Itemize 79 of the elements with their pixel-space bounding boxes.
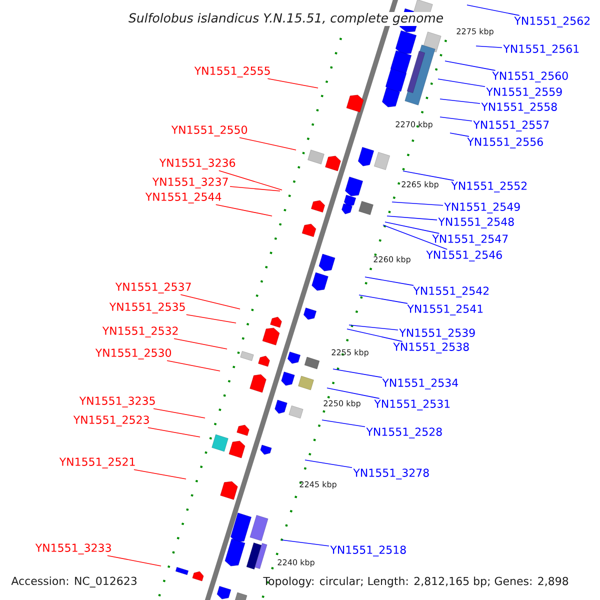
leader-line — [166, 360, 220, 372]
leader-line — [440, 98, 480, 104]
leader-line — [230, 186, 280, 192]
leader-line — [444, 60, 496, 71]
accession-text: Accession: NC_012623 — [11, 576, 136, 588]
gene-label: YN1551_3236 — [159, 158, 236, 170]
tick-label: 2245 kbp — [300, 481, 336, 489]
tick-label: 2275 kbp — [456, 28, 494, 36]
gene-label: YN1551_2546 — [426, 250, 502, 262]
gene-label: YN1551_2555 — [194, 66, 270, 78]
leader-line — [304, 460, 352, 468]
leader-line — [386, 216, 438, 220]
leader-line — [239, 137, 296, 150]
gene-label: YN1551_2538 — [393, 342, 469, 354]
leader-line — [153, 408, 206, 418]
gene-label: YN1551_2559 — [486, 88, 562, 98]
gene-label: YN1551_3235 — [79, 396, 155, 408]
leader-line — [326, 388, 380, 399]
gene-label: YN1551_2556 — [467, 138, 543, 148]
gene-label: YN1551_2557 — [473, 120, 549, 132]
leader-line — [267, 78, 318, 88]
gene-label: YN1551_2549 — [444, 202, 520, 214]
leader-line — [384, 222, 440, 234]
gene-label: YN1551_3278 — [353, 468, 429, 480]
gene-label: YN1551_2562 — [514, 16, 590, 28]
leader-line — [440, 116, 472, 122]
leader-line — [402, 170, 454, 181]
leader-line — [392, 202, 444, 206]
gene-label: YN1551_2552 — [451, 182, 527, 192]
gene-label: YN1551_2531 — [374, 400, 450, 410]
gene-label: YN1551_2532 — [102, 326, 178, 338]
leader-line — [322, 420, 366, 428]
genome-info-text: Topology: circular; Length: 2,812,165 bp; Genes: 2,898 — [263, 576, 568, 588]
leader-line — [332, 368, 382, 378]
leader-line — [438, 78, 486, 88]
leader-line — [382, 224, 448, 250]
gene-label: YN1551_2561 — [503, 44, 579, 56]
gene-label: YN1551_2550 — [171, 126, 248, 136]
gene-label: YN1551_2539 — [399, 328, 475, 340]
gene-label: YN1551_3233 — [35, 544, 111, 554]
gene-label: YN1551_2523 — [73, 416, 149, 426]
gene-label: YN1551_3237 — [152, 178, 228, 188]
tick-label: 2250 kbp — [324, 400, 360, 408]
tick-label: 2270 kbp — [396, 121, 432, 129]
leader-line — [348, 324, 398, 330]
gene-label: YN1551_2534 — [382, 378, 458, 390]
gene-label: YN1551_2542 — [413, 286, 489, 298]
leader-line — [466, 4, 520, 16]
gene-label: YN1551_2528 — [366, 428, 442, 438]
leader-line — [358, 294, 408, 304]
leader-line — [180, 294, 240, 310]
gene-label: YN1551_2544 — [145, 192, 222, 204]
leader-line — [282, 540, 330, 546]
gene-label: YN1551_2535 — [109, 302, 185, 314]
leader-line — [107, 555, 162, 566]
leader-line — [186, 314, 236, 324]
gene-label: YN1551_2518 — [330, 546, 406, 556]
title: Sulfolobus islandicus Y.N.15.51, complete genome — [127, 12, 445, 26]
gene-label: YN1551_2541 — [407, 304, 483, 316]
gene-label: YN1551_2537 — [115, 282, 191, 294]
leader-line — [215, 204, 272, 216]
leader-line — [364, 276, 414, 286]
gene-label: YN1551_2530 — [95, 348, 172, 360]
tick-label: 2255 kbp — [332, 349, 368, 357]
leader-line — [346, 328, 403, 342]
tick-label: 2260 kbp — [374, 256, 410, 264]
leader-line — [476, 46, 502, 48]
leader-line — [450, 132, 470, 137]
leader-line — [174, 338, 228, 350]
gene-label: YN1551_2547 — [432, 234, 508, 246]
gene-label: YN1551_2558 — [481, 102, 557, 114]
gene-label: YN1551_2548 — [438, 218, 514, 228]
leader-line — [148, 427, 200, 438]
leader-line — [134, 469, 186, 480]
gene-label: YN1551_2521 — [59, 458, 135, 468]
tick-label: 2265 kbp — [402, 181, 438, 189]
gene-label: YN1551_2560 — [492, 72, 568, 82]
tick-label: 2240 kbp — [278, 559, 314, 567]
leader-line — [218, 170, 282, 190]
